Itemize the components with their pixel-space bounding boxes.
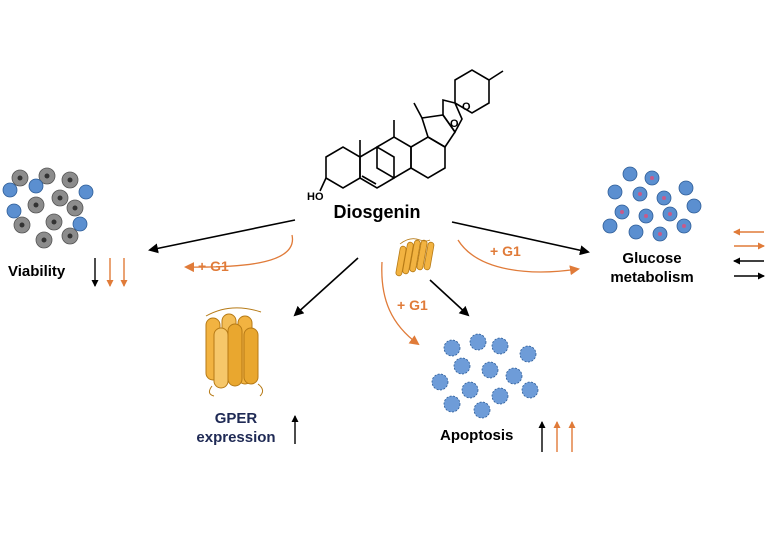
gper-receptor-small-icon [395, 238, 435, 277]
gper-label: GPER expression [196, 409, 275, 447]
gper-label-line1: GPER [214, 410, 258, 427]
arrow-to-glucose [451, 221, 590, 256]
arrow-to-apoptosis [429, 279, 470, 317]
gper-label-line2: expression [196, 429, 276, 446]
arrow-to-gper [293, 257, 359, 317]
apoptosis-label: Apoptosis [440, 427, 514, 444]
g1-arrow-glucose [457, 239, 580, 276]
diosgenin-structure [319, 69, 504, 192]
glucose-label: Glucose metabolism [610, 249, 693, 287]
apoptosis-cells [431, 333, 539, 419]
arrow-to-viability [148, 219, 296, 254]
glucose-indicator [733, 228, 765, 280]
g1-label-left: + G1 [198, 258, 229, 274]
gper-receptor-large-icon [205, 307, 264, 397]
compound-name: Diosgenin [333, 202, 421, 222]
hydroxyl-label: HO [307, 191, 324, 203]
viability-indicator [91, 258, 128, 287]
ring-oxygen-label: O [462, 101, 471, 113]
g1-arrow-viability [184, 234, 294, 273]
glucose-label-line2: metabolism [610, 269, 694, 286]
g1-label-middle: + G1 [397, 297, 428, 313]
ring-oxygen-label: O [450, 118, 459, 130]
viability-label: Viability [8, 263, 66, 280]
apoptosis-indicator [538, 421, 576, 452]
viability-cells [2, 167, 94, 249]
glucose-label-line1: Glucose [622, 250, 682, 267]
g1-arrow-apoptosis [381, 261, 420, 346]
g1-label-right: + G1 [490, 243, 521, 259]
glucose-cells [602, 166, 702, 242]
